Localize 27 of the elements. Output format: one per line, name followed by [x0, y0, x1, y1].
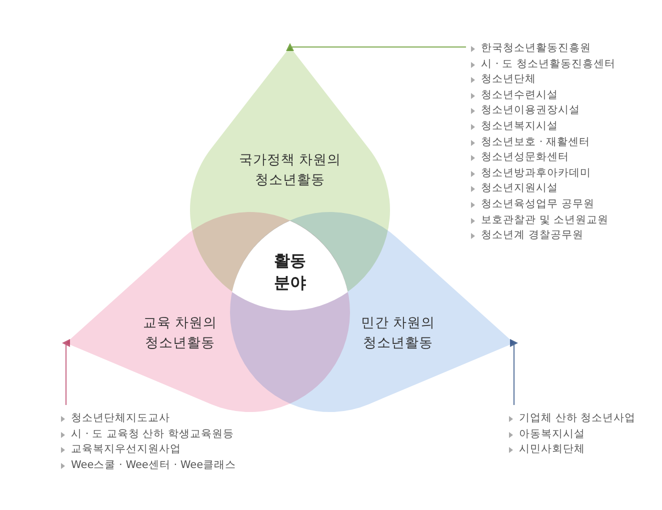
list-item: 청소년단체	[470, 72, 616, 88]
leader-line	[62, 339, 70, 406]
list-item: 청소년단체지도교사	[60, 411, 236, 427]
list-item: 청소년성문화센터	[470, 150, 616, 166]
petal-label: 국가정책 차원의 청소년활동	[238, 151, 342, 190]
list-item: 시민사회단체	[508, 442, 636, 458]
list-item: 교육복지우선지원사업	[60, 442, 236, 458]
list-item: 청소년육성업무 공무원	[470, 196, 616, 213]
list-item: 청소년복지시설	[470, 118, 616, 135]
list-item: 기업체 산하 청소년사업	[508, 411, 636, 427]
leader-line	[510, 339, 518, 406]
list-item: 청소년이용권장시설	[470, 103, 616, 119]
list-item: 보호관찰관 및 소년원교원	[470, 212, 616, 228]
list-item: 한국청소년활동진흥원	[470, 41, 616, 57]
petal-label: 교육 차원의 청소년활동	[142, 314, 218, 353]
list-item: Wee스쿨 · Wee센터 · Wee클래스	[60, 458, 236, 474]
list-item: 시 · 도 청소년활동진흥센터	[470, 56, 616, 72]
petal-label: 민간 차원의 청소년활동	[360, 314, 436, 353]
list-item: 청소년수련시설	[470, 88, 616, 104]
center-label: 활동 분야	[272, 250, 307, 294]
list-item: 청소년지원시설	[470, 181, 616, 197]
list-item: 청소년계 경찰공무원	[470, 228, 616, 244]
list-item: 청소년보호 · 재활센터	[470, 134, 616, 150]
list-item: 청소년방과후아카데미	[470, 166, 616, 182]
list-item: 아동복지시설	[508, 426, 636, 442]
leader-line	[286, 43, 466, 51]
list-item: 시 · 도 교육청 산하 학생교육원등	[60, 426, 236, 442]
